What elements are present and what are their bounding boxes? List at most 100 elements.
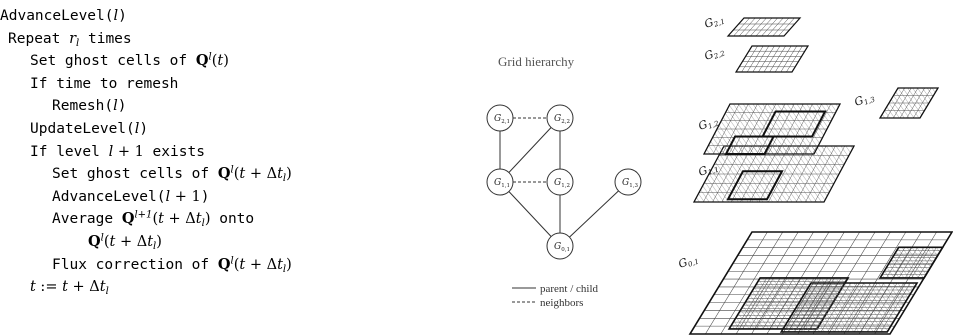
algorithm-token: onto bbox=[210, 211, 255, 228]
grid-label-g21: G2,1 bbox=[703, 12, 727, 32]
grid-g01-refined-0-gridline bbox=[735, 277, 768, 330]
algorithm-token: AdvanceLevel( bbox=[52, 188, 166, 205]
node-label: G2,1 bbox=[494, 114, 510, 125]
grid-g22-gridline bbox=[763, 45, 781, 73]
grid-g01-gridline bbox=[705, 231, 768, 335]
grid-g22-gridline bbox=[746, 45, 764, 73]
algorithm-token: + Δ bbox=[245, 166, 278, 183]
grid-label-sub: 1,2 bbox=[707, 119, 721, 131]
parent-child-edge bbox=[569, 190, 619, 238]
node-circle bbox=[546, 104, 574, 132]
grid-g12-border bbox=[702, 103, 842, 155]
algorithm-token: + Δ bbox=[115, 234, 148, 250]
grid-g01-refined-2-fill bbox=[880, 247, 943, 278]
grid-g21-gridline bbox=[767, 17, 784, 37]
algorithm-token: t bbox=[277, 256, 283, 273]
algorithm-token: l bbox=[208, 51, 212, 63]
grid-g01-refined-2-gridline bbox=[898, 247, 918, 279]
grid-g21-gridline bbox=[739, 17, 756, 37]
algorithm-token: Repeat bbox=[8, 30, 70, 47]
algorithm-token: l bbox=[230, 255, 234, 267]
grid-g21-border bbox=[726, 17, 802, 37]
grid-g22-gridline bbox=[741, 45, 758, 73]
hierarchy-node-g22: G2,2 bbox=[546, 104, 574, 132]
grid-g01-refined-0-gridline bbox=[776, 277, 808, 330]
grid-g22-gridline bbox=[769, 45, 786, 73]
algorithm-token: l+1 bbox=[134, 209, 153, 221]
node-label-sub: 2,1 bbox=[501, 119, 510, 125]
grid-g01-refined-1-border bbox=[779, 282, 919, 333]
algorithm-line: t := t + Δtl bbox=[30, 277, 109, 297]
parent-child-edge bbox=[508, 191, 552, 237]
algorithm-token: If time to remesh bbox=[30, 75, 179, 92]
algorithm-token: t bbox=[30, 279, 36, 296]
grid-g01-refined-0-gridline bbox=[762, 277, 795, 330]
algorithm-token: Q bbox=[217, 255, 231, 273]
grid-g22-gridline bbox=[786, 45, 803, 73]
hierarchy-title: Grid hierarchy bbox=[498, 54, 575, 69]
algorithm-line: AdvanceLevel(l + 1) bbox=[52, 187, 209, 207]
node-circle bbox=[546, 168, 574, 196]
algorithm-token: ) bbox=[117, 98, 127, 115]
grid-g22-gridline bbox=[758, 45, 775, 73]
node-label-base: G bbox=[494, 114, 501, 124]
algorithm-token: ( bbox=[233, 166, 240, 183]
hierarchy-node-g13: G1,3 bbox=[614, 168, 642, 196]
algorithm-token: ( bbox=[103, 234, 110, 250]
algorithm-token: t bbox=[62, 279, 68, 296]
grid-g21-gridline bbox=[733, 17, 750, 37]
algorithm-line: Flux correction of Ql(t + Δtl) bbox=[52, 255, 292, 275]
node-label-base: G bbox=[554, 178, 561, 188]
hierarchy-legend: parent / child neighbors bbox=[512, 283, 599, 309]
node-label-base: G bbox=[622, 178, 629, 188]
grid-g01-refined-2-gridline bbox=[905, 247, 925, 279]
algorithm-token: t bbox=[158, 211, 164, 228]
algorithm-token: AdvanceLevel( bbox=[0, 8, 114, 24]
hierarchy-node-g21: G2,1 bbox=[486, 104, 514, 132]
algorithm-token: UpdateLevel( bbox=[30, 121, 135, 137]
algorithm-token: ) bbox=[200, 188, 210, 205]
algorithm-token: + Δ bbox=[67, 279, 100, 296]
grid-label-g13: G1,3 bbox=[853, 90, 877, 110]
algorithm-line: AdvanceLevel(l) bbox=[0, 6, 127, 26]
grid-g01-refined-2-gridline bbox=[892, 247, 912, 279]
algorithm-line: UpdateLevel(l) bbox=[30, 119, 148, 139]
grid-label-sub: 2,2 bbox=[712, 49, 727, 61]
algorithm-token: ( bbox=[233, 256, 240, 273]
algorithm-token: ) bbox=[223, 53, 229, 70]
algorithm-token: l bbox=[113, 98, 118, 115]
algorithm-token: Q bbox=[195, 52, 209, 70]
parent-child-edge bbox=[508, 127, 552, 173]
algorithm-token: Flux correction of bbox=[52, 256, 218, 273]
node-circle bbox=[614, 168, 642, 196]
node-label-sub: 0,1 bbox=[561, 247, 570, 253]
algorithm-token: t bbox=[277, 166, 283, 183]
algorithm-token: Q bbox=[88, 233, 101, 250]
grid-g01-refined-2-gridline bbox=[911, 247, 931, 279]
algorithm-token: t bbox=[195, 211, 202, 228]
node-label-sub: 1,2 bbox=[561, 183, 570, 189]
algorithm-token: exists bbox=[143, 143, 205, 160]
grid-g01-refined-2-gridline bbox=[917, 247, 937, 279]
grid-g01-refined-0-gridline bbox=[742, 277, 774, 330]
algorithm-token: ) bbox=[286, 166, 292, 183]
algorithm-token: t bbox=[109, 234, 116, 250]
node-label: G2,2 bbox=[554, 114, 570, 125]
algorithm-token: Q bbox=[217, 165, 231, 183]
algorithm-token: ) bbox=[139, 121, 149, 137]
algorithm-token: If level bbox=[30, 143, 109, 160]
grid-g01-refined-2-gridline bbox=[886, 247, 906, 279]
algorithm-line: Average Ql+1(t + Δtl) onto bbox=[52, 209, 254, 229]
node-label-sub: 1,3 bbox=[629, 183, 638, 189]
grid-stack-illustration: G2,1G2,2G1,3G1,2G1,1G0,1 bbox=[677, 12, 953, 335]
legend-dashed-label: neighbors bbox=[540, 297, 583, 309]
algorithm-line: Set ghost cells of Ql(t) bbox=[30, 51, 229, 71]
algorithm-token: ( bbox=[152, 211, 159, 228]
algorithm-token: t bbox=[217, 53, 224, 70]
node-label-base: G bbox=[494, 178, 501, 188]
node-label-base: G bbox=[554, 242, 561, 252]
algorithm-token: t bbox=[99, 279, 106, 296]
algorithm-line: If time to remesh bbox=[30, 74, 178, 94]
